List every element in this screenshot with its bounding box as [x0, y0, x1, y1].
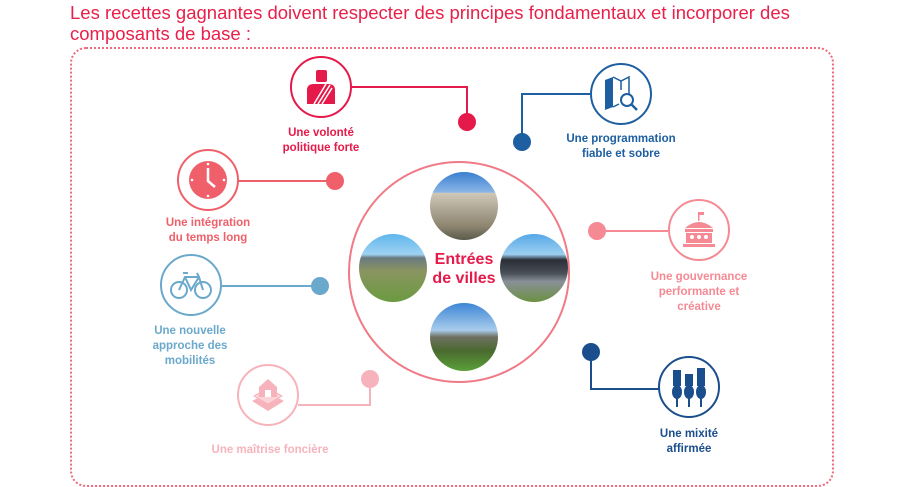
hub-label-line1: Entrées — [434, 251, 494, 268]
label-line: Une maîtrise foncière — [211, 444, 329, 456]
label-line: Une volonté — [288, 127, 354, 139]
dot-fonciere — [361, 370, 379, 388]
component-label-fonciere: Une maîtrise foncière — [185, 443, 355, 458]
page-title: Les recettes gagnantes doivent respecter… — [70, 2, 790, 44]
dot-programmation — [513, 133, 531, 151]
connector-mixite — [590, 352, 659, 390]
hub-circle — [348, 161, 570, 383]
connector-lines — [220, 86, 668, 406]
hub-label: Entrées de villes — [414, 250, 514, 288]
label-line: Une nouvelle — [154, 325, 226, 337]
label-line: mobilités — [164, 355, 216, 367]
label-line: du temps long — [168, 232, 248, 244]
connector-fonciere — [298, 379, 371, 406]
photo-city-gate — [430, 172, 498, 240]
label-line: Une intégration — [165, 217, 251, 229]
town-hall-icon — [668, 199, 730, 261]
dot-volonte — [458, 113, 476, 131]
component-label-temps: Une intégration du temps long — [123, 216, 293, 246]
label-line: performante et — [658, 286, 740, 298]
label-line: fiable et sobre — [582, 148, 660, 160]
component-label-mixite: Une mixité affirmée — [604, 427, 774, 457]
bicycle-icon — [160, 254, 222, 316]
photo-housing — [430, 303, 498, 371]
component-label-programmation: Une programmation fiable et sobre — [536, 132, 706, 162]
component-label-volonte: Une volonté politique forte — [236, 126, 406, 156]
connector-volonte — [351, 86, 468, 122]
label-line: politique forte — [282, 142, 360, 154]
label-line: affirmée — [666, 443, 712, 455]
politician-icon — [290, 56, 352, 118]
label-line: Une gouvernance — [650, 271, 748, 283]
dot-mixite — [582, 343, 600, 361]
component-label-gouvernance: Une gouvernance performante et créative — [614, 270, 784, 315]
city-trees-icon — [658, 356, 720, 418]
land-house-icon — [237, 364, 299, 426]
component-label-mobilites: Une nouvelle approche des mobilités — [105, 324, 275, 369]
label-line: approche des — [152, 340, 228, 352]
label-line: Une mixité — [659, 428, 719, 440]
photo-industrial-zone — [359, 234, 427, 302]
photo-commercial-zone — [500, 234, 568, 302]
clock-icon — [177, 149, 239, 211]
label-line: créative — [677, 301, 721, 313]
dot-gouvernance — [588, 222, 606, 240]
map-search-icon — [590, 63, 652, 125]
connector-programmation — [521, 93, 590, 142]
dot-temps — [326, 172, 344, 190]
label-line: Une programmation — [566, 133, 676, 145]
hub-label-line2: de villes — [432, 270, 496, 287]
dot-mobilites — [311, 277, 329, 295]
